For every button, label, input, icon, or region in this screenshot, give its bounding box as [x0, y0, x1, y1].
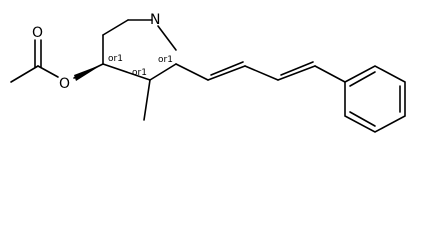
bond-chain1-chain2 — [207, 65, 246, 81]
bond-n-c2 — [157, 25, 177, 51]
bond-c2-chain1 — [175, 63, 209, 81]
piperidine-ring: N — [102, 12, 177, 81]
phenyl-double-3 — [349, 111, 376, 127]
bond-carbonyl-ester-o — [37, 65, 59, 78]
atom-nitrogen: N — [150, 12, 160, 28]
atom-oxygen-carbonyl: O — [32, 25, 43, 41]
bond-c2-c3 — [149, 63, 177, 81]
phenyl-hexagon — [344, 65, 406, 133]
wedge-c4-o — [74, 64, 103, 81]
phenyl-double-1 — [349, 71, 376, 87]
stereo-label-c3: or1 — [132, 68, 147, 78]
bond-methyl-carbonyl — [10, 65, 39, 83]
stereo-label-c2: or1 — [158, 55, 173, 65]
acetate-group: O O — [10, 25, 104, 92]
bond-chain2-chain3 — [244, 65, 279, 81]
bond-c3-methyl — [143, 79, 151, 121]
bond-chain3-chain4-inner — [280, 61, 314, 76]
bond-chain1-chain2-inner — [210, 61, 244, 76]
bond-chain3-chain4 — [277, 65, 316, 81]
bond-c5-c6 — [102, 19, 129, 36]
bond-c3-c4 — [102, 63, 151, 81]
bond-chain4-phenyl — [314, 65, 346, 83]
stereo-wedge-c4 — [74, 64, 103, 81]
molecule-diagram: O O N or1 or1 or1 — [10, 12, 406, 133]
butadienyl-chain — [175, 61, 346, 83]
atom-oxygen-ester: O — [59, 76, 70, 92]
phenyl-ring — [344, 65, 406, 133]
stereo-label-c4: or1 — [108, 54, 123, 64]
stereo-labels: or1 or1 or1 — [108, 54, 173, 78]
methyl-group — [143, 79, 151, 121]
